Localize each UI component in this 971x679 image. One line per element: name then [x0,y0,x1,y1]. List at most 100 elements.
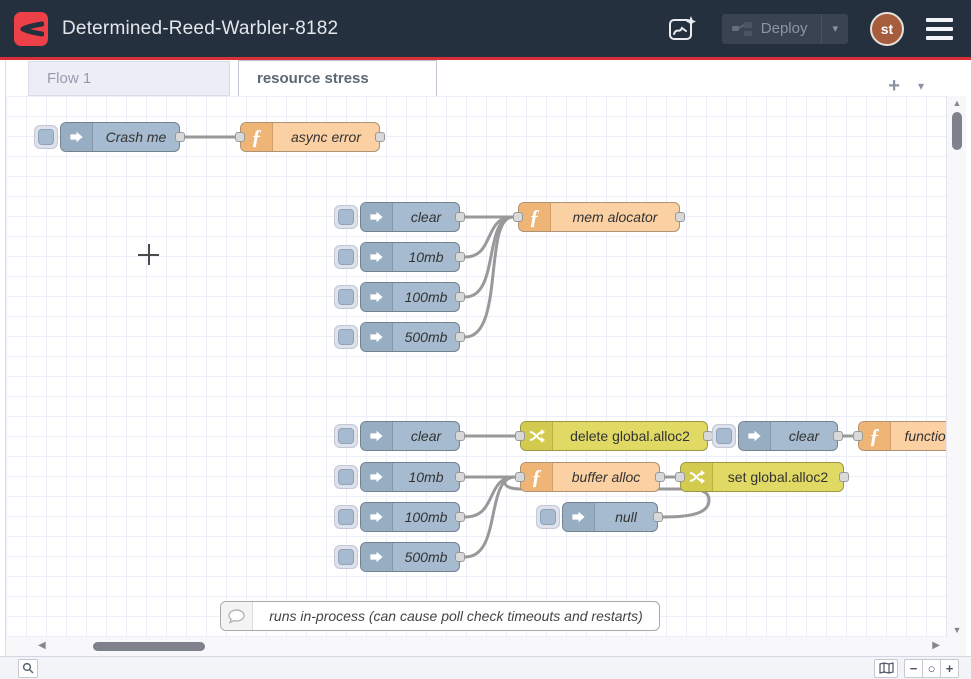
output-port[interactable] [455,552,465,562]
vertical-scrollbar[interactable]: ▲ ▼ [946,96,966,637]
horizontal-scrollbar[interactable]: ◀ ▶ [6,637,946,656]
search-icon [22,662,34,674]
inject-arrow-icon [361,323,393,351]
scroll-left-icon[interactable]: ◀ [38,640,46,651]
node-inject-500mb-b[interactable]: 500mb [334,542,465,572]
output-port[interactable] [455,292,465,302]
output-port[interactable] [375,132,385,142]
minimap-button[interactable] [874,658,898,678]
output-port[interactable] [175,132,185,142]
node-inject-500mb-a[interactable]: 500mb [334,322,465,352]
node-function-async-error[interactable]: ƒ async error [235,122,385,152]
node-inject-clear-a[interactable]: clear [334,202,465,232]
function-icon: ƒ [521,463,553,491]
node-label: 100mb [404,509,448,525]
inject-button[interactable] [334,465,358,489]
flow-list-caret-icon[interactable]: ▾ [917,79,924,93]
zoom-out-button[interactable]: − [904,658,923,678]
main-menu-icon[interactable] [926,17,953,40]
scroll-up-icon[interactable]: ▲ [952,98,962,108]
scrollbar-corner [946,637,966,656]
flow-canvas[interactable]: Crash me ƒ async error clear 10mb 100mb [6,96,946,637]
output-port[interactable] [675,212,685,222]
tab-resource-stress[interactable]: resource stress [238,60,437,96]
node-function-function[interactable]: ƒ function [853,421,946,451]
horizontal-scrollbar-thumb[interactable] [93,642,205,651]
flowfuse-logo-icon[interactable] [14,11,48,46]
input-port[interactable] [235,132,245,142]
output-port[interactable] [653,512,663,522]
node-change-set-global-alloc2[interactable]: set global.alloc2 [675,462,849,492]
inject-button[interactable] [712,424,736,448]
node-inject-10mb-b[interactable]: 10mb [334,462,465,492]
deploy-main[interactable]: Deploy [722,20,822,37]
footer-toolbar: − ○ + [0,656,971,679]
inject-button[interactable] [334,325,358,349]
node-inject-100mb-b[interactable]: 100mb [334,502,465,532]
node-label: 100mb [404,289,448,305]
inject-arrow-icon [361,422,393,450]
inject-button[interactable] [334,285,358,309]
inject-arrow-icon [61,123,93,151]
zoom-in-button[interactable]: + [940,658,959,678]
tab-label: resource stress [257,70,369,87]
output-port[interactable] [455,252,465,262]
node-comment[interactable]: runs in-process (can cause poll check ti… [220,601,660,631]
inject-button[interactable] [34,125,58,149]
node-label: async error [290,129,362,145]
node-inject-100mb-a[interactable]: 100mb [334,282,465,312]
output-port[interactable] [455,472,465,482]
zoom-controls: − ○ + [874,658,959,678]
input-port[interactable] [515,472,525,482]
input-port[interactable] [513,212,523,222]
inject-button[interactable] [334,205,358,229]
wire-layer [183,135,855,559]
add-flow-button[interactable]: + [888,75,900,97]
node-change-delete-global-alloc2[interactable]: delete global.alloc2 [515,421,713,451]
search-button[interactable] [18,658,38,678]
inject-button[interactable] [334,424,358,448]
node-inject-null[interactable]: null [536,502,663,532]
palette-collapsed-strip [0,60,6,656]
output-port[interactable] [455,512,465,522]
node-label: 500mb [404,549,448,565]
node-inject-crash-me[interactable]: Crash me [34,122,185,152]
user-avatar[interactable]: st [870,11,904,46]
deploy-button[interactable]: Deploy ▾ [721,13,848,44]
inject-arrow-icon [361,503,393,531]
output-port[interactable] [655,472,665,482]
instance-title: Determined-Reed-Warbler-8182 [62,17,339,39]
inject-button[interactable] [536,505,560,529]
inject-button[interactable] [334,245,358,269]
ai-assistant-icon[interactable] [664,12,700,46]
node-function-buffer-alloc[interactable]: ƒ buffer alloc [515,462,665,492]
zoom-reset-button[interactable]: ○ [922,658,941,678]
node-function-mem-alocator[interactable]: ƒ mem alocator [513,202,685,232]
input-port[interactable] [675,472,685,482]
input-port[interactable] [515,431,525,441]
deploy-options-caret[interactable]: ▾ [821,13,848,44]
scroll-down-icon[interactable]: ▼ [952,625,962,635]
node-inject-clear-b[interactable]: clear [334,421,465,451]
logo-glyph [20,21,44,36]
tab-flow-1[interactable]: Flow 1 [28,61,230,96]
output-port[interactable] [455,212,465,222]
node-label: set global.alloc2 [727,469,829,485]
node-inject-clear-c[interactable]: clear [712,421,843,451]
comment-icon [221,602,253,630]
inject-arrow-icon [361,463,393,491]
node-label: delete global.alloc2 [570,428,690,444]
output-port[interactable] [455,431,465,441]
inject-button[interactable] [334,505,358,529]
output-port[interactable] [839,472,849,482]
scroll-right-icon[interactable]: ▶ [932,640,940,651]
node-inject-10mb-a[interactable]: 10mb [334,242,465,272]
comment-label: runs in-process (can cause poll check ti… [269,608,643,624]
node-label: clear [410,209,442,225]
input-port[interactable] [853,431,863,441]
output-port[interactable] [833,431,843,441]
inject-button[interactable] [334,545,358,569]
vertical-scrollbar-thumb[interactable] [952,112,962,150]
output-port[interactable] [455,332,465,342]
header-accent-line [0,57,971,60]
